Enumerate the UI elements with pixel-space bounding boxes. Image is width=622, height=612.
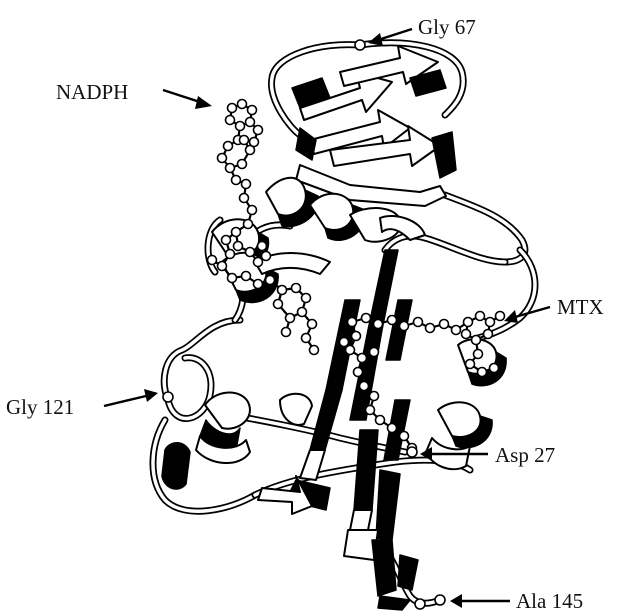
- label-mtx: MTX: [557, 295, 604, 319]
- nadph-arrow: [163, 90, 200, 102]
- helix-left: [162, 393, 312, 490]
- gly121-arrow: [104, 396, 146, 406]
- label-nadph: NADPH: [56, 80, 128, 104]
- label-asp27: Asp 27: [495, 443, 555, 467]
- label-ala145: Ala 145: [516, 589, 583, 612]
- gly121-atom: [163, 392, 173, 402]
- mtx-arrow: [515, 307, 550, 317]
- label-gly67: Gly 67: [418, 15, 476, 39]
- gly67-atom: [355, 40, 365, 50]
- ala145-atom: [435, 595, 445, 605]
- beta-sheet-top: [292, 46, 456, 206]
- gly67-arrow: [378, 29, 412, 40]
- ala145-atom-2: [415, 599, 425, 609]
- label-gly121: Gly 121: [6, 395, 74, 419]
- asp27-atom: [407, 447, 417, 457]
